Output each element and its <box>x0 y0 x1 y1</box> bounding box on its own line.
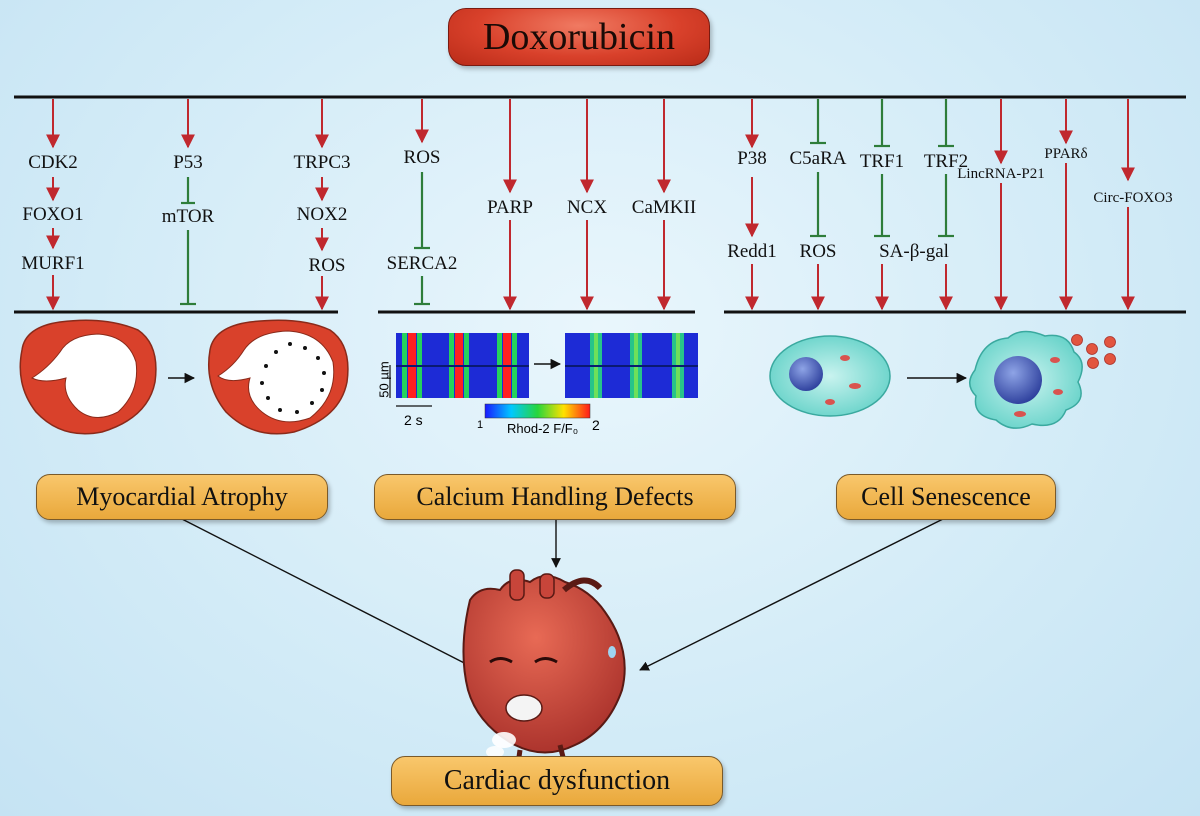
final-cardiac-dysfunction: Cardiac dysfunction <box>391 756 723 806</box>
node-sa-beta-gal: SA-β-gal <box>879 241 949 262</box>
node-foxo1: FOXO1 <box>22 204 84 225</box>
outcome-myocardial-atrophy: Myocardial Atrophy <box>36 474 328 520</box>
colorbar <box>484 403 591 419</box>
senescence-inhibitions <box>810 99 954 238</box>
node-c5ara: C5aRA <box>789 148 847 169</box>
outcome-cell-senescence: Cell Senescence <box>836 474 1056 520</box>
sick-heart-illustration <box>462 569 626 786</box>
scale-label-vertical: 50 µm <box>376 361 392 398</box>
calcium-image-before <box>396 333 529 398</box>
calcium-image-after <box>565 333 698 398</box>
node-mtor: mTOR <box>161 206 215 227</box>
node-nox2: NOX2 <box>296 204 348 225</box>
node-trf1: TRF1 <box>859 151 905 172</box>
heart-cross-section-atrophic <box>207 319 349 435</box>
node-p53: P53 <box>173 152 203 173</box>
atrophy-inhibitions <box>180 177 196 306</box>
doxorubicin-title: Doxorubicin <box>448 8 710 66</box>
node-cdk2: CDK2 <box>28 152 78 173</box>
node-ros-atrophy: ROS <box>308 255 346 276</box>
node-trf2: TRF2 <box>923 151 969 172</box>
node-serca2: SERCA2 <box>386 253 458 274</box>
heart-cross-section-normal <box>19 319 157 435</box>
node-ncx: NCX <box>566 197 608 218</box>
atrophy-edges <box>46 99 329 311</box>
node-circ-foxo3: Circ-FOXO3 <box>1093 190 1173 206</box>
node-camkii: CaMKII <box>631 197 697 218</box>
colorbar-min: 1 <box>477 419 484 431</box>
node-redd1: Redd1 <box>727 241 777 262</box>
colorbar-label: Rhod-2 F/F₀ <box>507 421 579 436</box>
colorbar-max: 2 <box>592 417 600 433</box>
node-parp: PARP <box>487 197 533 218</box>
node-ros-calcium: ROS <box>403 147 441 168</box>
outcome-calcium-handling-defects: Calcium Handling Defects <box>374 474 736 520</box>
senescent-cell <box>969 330 1116 429</box>
normal-cell <box>769 335 891 417</box>
calcium-inhibitions <box>414 172 430 306</box>
node-trpc3: TRPC3 <box>293 152 351 173</box>
node-p38: P38 <box>737 148 767 169</box>
node-murf1: MURF1 <box>21 253 85 274</box>
node-ros-senescence: ROS <box>799 241 837 262</box>
scale-label-horizontal: 2 s <box>404 412 423 428</box>
calcium-edges <box>415 99 671 311</box>
node-lincrna-p21: LincRNA-P21 <box>957 166 1045 182</box>
senescence-edges <box>745 99 1135 311</box>
node-ppard: PPARδ <box>1044 146 1088 162</box>
